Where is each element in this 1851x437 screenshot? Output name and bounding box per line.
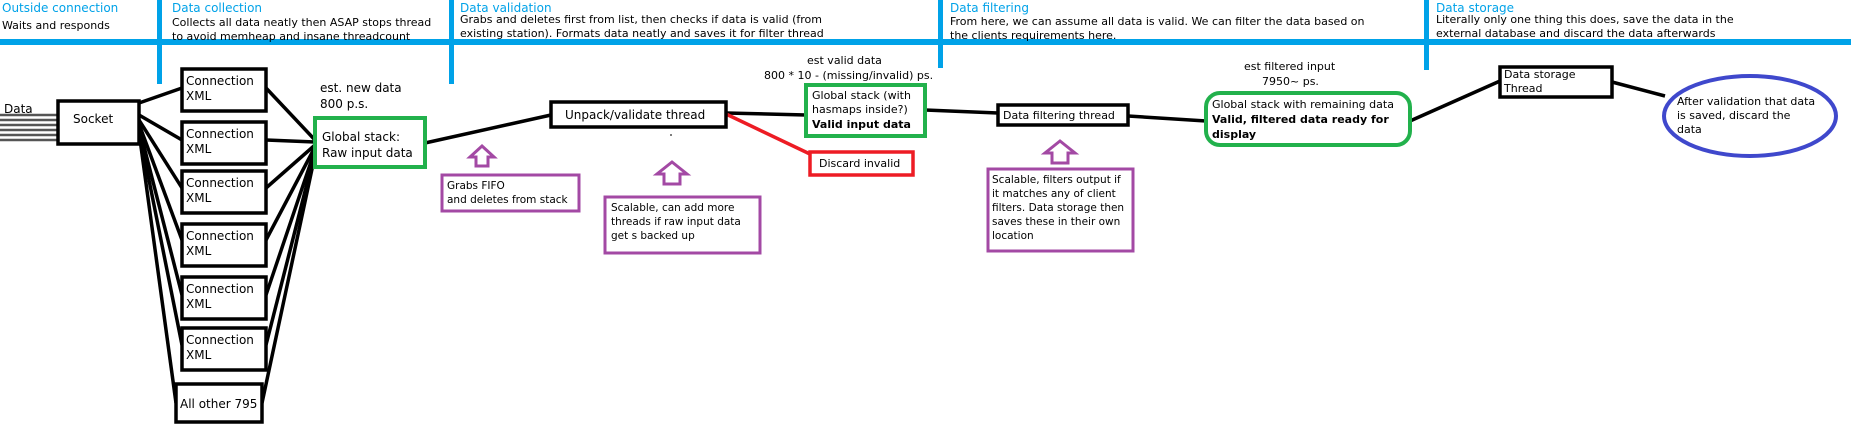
section-divider (449, 0, 454, 84)
connection-label: Connection (186, 333, 254, 347)
stray-dot (670, 134, 672, 136)
section-description: external database and discard the data a… (1436, 27, 1716, 40)
up-arrow-icon (652, 160, 692, 186)
section-description: to avoid memheap and insane threadcount (172, 30, 411, 43)
connection-label: Connection (186, 229, 254, 243)
section-description: From here, we can assume all data is val… (950, 15, 1365, 28)
section-title-data-storage: Data storage (1436, 1, 1515, 15)
scalable-filters-note-text: it matches any of client (992, 188, 1116, 200)
connection-label: Connection (186, 176, 254, 190)
connection-stack-lines (260, 86, 317, 404)
section-description: the clients requirements here. (950, 29, 1117, 42)
data-storage-thread-box (1498, 65, 1614, 99)
discard-invalid-label: Discard invalid (819, 157, 901, 170)
connection-box (180, 120, 268, 166)
unpack-thread-label: Unpack/validate thread (565, 108, 706, 122)
data-input-label: Data (4, 102, 33, 116)
fifo-note-text: and deletes from stack (447, 194, 568, 206)
connection-box (180, 222, 268, 268)
discard-invalid-box (808, 150, 915, 177)
discard-invalid-line (725, 112, 813, 157)
discard-note-text: After validation that data (1677, 95, 1816, 108)
section-title-outside-connection: Outside connection (2, 1, 119, 15)
scalable-filters-note-text: location (992, 230, 1034, 242)
flow-lines (424, 79, 1666, 145)
connection-sublabel: XML (186, 244, 212, 258)
connection-sublabel: XML (186, 89, 212, 103)
raw-rate-label: 800 p.s. (320, 97, 369, 111)
connection-label: Connection (186, 127, 254, 141)
section-title-data-collection: Data collection (172, 1, 263, 15)
connection-boxes (180, 67, 268, 372)
filtered-stack-text: Global stack with remaining data (1212, 98, 1394, 111)
connection-label: Connection (186, 282, 254, 296)
storage-thread-label: Thread (1504, 82, 1543, 95)
up-arrow-icon (466, 143, 498, 168)
section-title-data-filtering: Data filtering (950, 1, 1029, 15)
all-other-box (174, 382, 264, 424)
connection-sublabel: XML (186, 297, 212, 311)
valid-input-stack-box (804, 83, 927, 138)
section-description: Collects all data neatly then ASAP stops… (172, 16, 432, 29)
connection-sublabel: XML (186, 348, 212, 362)
valid-stack-text: hasmaps inside?) (812, 103, 908, 116)
connection-box (180, 67, 268, 113)
up-arrow-icon (1040, 139, 1080, 165)
connection-box (180, 169, 268, 215)
filter-thread-label: Data filtering thread (1003, 109, 1115, 122)
connection-sublabel: XML (186, 191, 212, 205)
valid-rate-label: est valid data (807, 54, 882, 67)
scalable-filters-note-text: saves these in their own (992, 216, 1121, 228)
socket-label: Socket (73, 112, 114, 126)
fifo-note-text: Grabs FIFO (447, 180, 505, 192)
all-other-label: All other 795 (180, 397, 258, 411)
connection-box (180, 275, 268, 321)
fifo-note-box (440, 173, 581, 213)
discard-data-ellipse (1662, 74, 1838, 158)
filtered-rate-label: est filtered input (1244, 60, 1336, 73)
raw-input-stack-box (313, 116, 427, 169)
scalable-threads-note-text: Scalable, can add more (611, 202, 735, 214)
section-description: Waits and responds (2, 19, 110, 32)
section-divider (938, 0, 943, 68)
scalable-threads-note-text: threads if raw input data (611, 216, 741, 228)
scalable-threads-note-text: get s backed up (611, 230, 695, 242)
socket-connection-lines (137, 86, 184, 404)
filtered-stack-bold-text: Valid, filtered data ready for (1212, 113, 1389, 126)
section-divider (157, 0, 162, 84)
filtered-rate-label: 7950~ ps. (1262, 75, 1319, 88)
data-filtering-thread-box (996, 103, 1130, 127)
input-data-lines (0, 113, 58, 142)
section-description: Grabs and deletes first from list, then … (460, 13, 822, 26)
scalable-filters-note-text: Scalable, filters output if (992, 174, 1121, 186)
scalable-filters-note-text: filters. Data storage then (992, 202, 1125, 214)
connection-label: Connection (186, 74, 254, 88)
raw-rate-label: est. new data (320, 81, 402, 95)
valid-stack-bold-text: Valid input data (812, 118, 911, 131)
raw-stack-text: Raw input data (322, 146, 413, 160)
section-description: Literally only one thing this does, save… (1436, 13, 1734, 26)
raw-stack-text: Global stack: (322, 130, 400, 144)
section-title-data-validation: Data validation (460, 1, 552, 15)
unpack-validate-thread-box (549, 100, 728, 129)
socket-box (56, 99, 141, 146)
scalable-filters-note-box (986, 167, 1135, 253)
section-divider (1424, 0, 1429, 70)
connection-box (180, 326, 268, 372)
filtered-stack-box (1204, 91, 1412, 147)
storage-thread-label: Data storage (1504, 68, 1576, 81)
filtered-stack-bold-text: display (1212, 128, 1257, 141)
discard-note-text: data (1677, 123, 1702, 136)
scalable-threads-note-box (603, 195, 762, 255)
connection-sublabel: XML (186, 142, 212, 156)
section-header-bar (0, 39, 1851, 45)
discard-note-text: is saved, discard the (1677, 109, 1791, 122)
section-description: existing station). Formats data neatly a… (460, 27, 824, 40)
valid-stack-text: Global stack (with (812, 89, 911, 102)
valid-rate-label: 800 * 10 - (missing/invalid) ps. (764, 69, 934, 82)
